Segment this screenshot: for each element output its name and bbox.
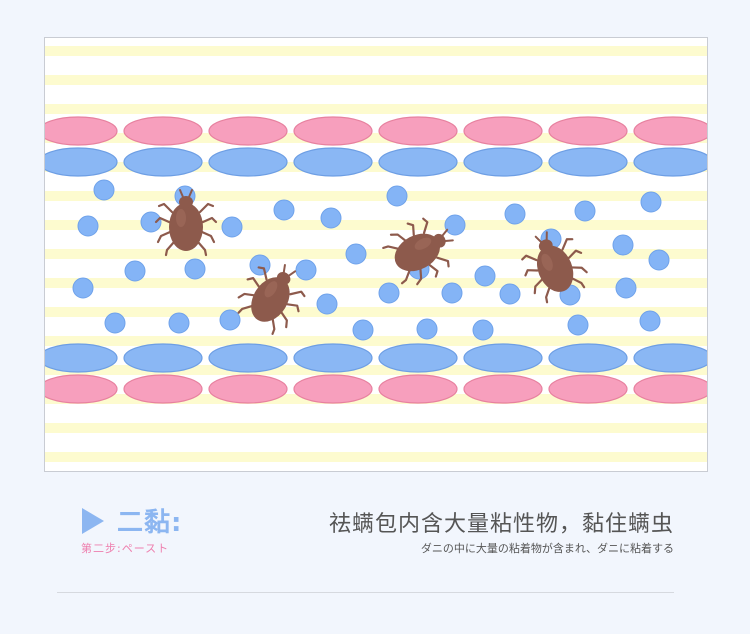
fiber-ellipse-pink-bottom [123, 374, 203, 404]
fiber-ellipse-pink-bottom [463, 374, 543, 404]
fiber-ellipse-blue-top [378, 147, 458, 177]
fiber-ellipse-pink-top [123, 116, 203, 146]
adhesive-scene-svg [45, 116, 707, 404]
adhesive-particle-icon [567, 314, 589, 336]
adhesive-particle-icon [221, 216, 243, 238]
adhesive-particle-icon [444, 214, 466, 236]
adhesive-particle-icon [352, 319, 374, 341]
fiber-ellipse-pink-top [463, 116, 543, 146]
fiber-ellipse-blue-bottom [208, 343, 288, 373]
fiber-ellipse-blue-bottom [548, 343, 628, 373]
adhesive-particle-icon [386, 185, 408, 207]
step-header: 二黏: [82, 502, 182, 539]
adhesive-particle-icon [345, 243, 367, 265]
adhesive-particle-icon [648, 249, 670, 271]
description-headline: 祛螨包内含大量粘性物，黏住螨虫 [328, 512, 674, 537]
mite-icon [237, 263, 306, 335]
adhesive-particle-icon [72, 277, 94, 299]
adhesive-particle-icon [320, 207, 342, 229]
fiber-ellipse-pink-bottom [633, 374, 707, 404]
adhesive-particle-icon [640, 191, 662, 213]
description-subline: ダニの中に大量の粘着物が含まれ、ダニに粘着する [420, 542, 674, 555]
adhesive-particle-icon [499, 283, 521, 305]
adhesive-particle-icon [184, 258, 206, 280]
adhesive-particle-icon [574, 200, 596, 222]
adhesive-particle-icon [474, 265, 496, 287]
step-title: 二黏: [117, 508, 183, 538]
fiber-ellipse-blue-bottom [293, 343, 373, 373]
mite-icon [521, 231, 588, 304]
adhesive-particle-icon [378, 282, 400, 304]
fiber-ellipse-pink-top [633, 116, 707, 146]
fiber-ellipse-pink-top [378, 116, 458, 146]
adhesive-particle-icon [93, 179, 115, 201]
fiber-ellipse-blue-top [293, 147, 373, 177]
fiber-ellipse-blue-top [548, 147, 628, 177]
fiber-ellipse-pink-top [208, 116, 288, 146]
adhesive-particle-icon [316, 293, 338, 315]
fiber-ellipse-pink-bottom [208, 374, 288, 404]
step-subtitle: 第二步:ペースト [81, 542, 170, 555]
illustration-panel [44, 37, 708, 472]
bottom-divider [57, 592, 674, 593]
mite-icon [154, 189, 218, 257]
fiber-ellipse-pink-top [293, 116, 373, 146]
adhesive-particle-icon [441, 282, 463, 304]
adhesive-particle-icon [615, 277, 637, 299]
fiber-ellipse-pink-bottom [293, 374, 373, 404]
fiber-ellipse-blue-top [463, 147, 543, 177]
adhesive-particle-icon [124, 260, 146, 282]
adhesive-particle-icon [612, 234, 634, 256]
fiber-ellipse-blue-bottom [378, 343, 458, 373]
fiber-ellipse-blue-top [208, 147, 288, 177]
mite-icon [382, 217, 454, 286]
fiber-ellipse-blue-top [633, 147, 707, 177]
fiber-ellipse-blue-bottom [45, 343, 118, 373]
fiber-ellipse-blue-top [123, 147, 203, 177]
fiber-ellipse-pink-bottom [548, 374, 628, 404]
adhesive-particle-icon [273, 199, 295, 221]
adhesive-particle-icon [295, 259, 317, 281]
fiber-ellipse-pink-top [548, 116, 628, 146]
play-triangle-icon [82, 507, 104, 534]
adhesive-particle-icon [168, 312, 190, 334]
adhesive-particle-icon [140, 211, 162, 233]
fiber-ellipse-pink-bottom [45, 374, 118, 404]
fiber-ellipse-pink-bottom [378, 374, 458, 404]
adhesive-particle-icon [416, 318, 438, 340]
adhesive-particle-icon [104, 312, 126, 334]
fiber-ellipse-blue-bottom [463, 343, 543, 373]
adhesive-particle-icon [504, 203, 526, 225]
adhesive-particle-icon [639, 310, 661, 332]
adhesive-particle-icon [219, 309, 241, 331]
fiber-ellipse-blue-bottom [633, 343, 707, 373]
fiber-ellipse-blue-bottom [123, 343, 203, 373]
adhesive-particle-icon [249, 254, 271, 276]
adhesive-particle-icon [472, 319, 494, 341]
fiber-ellipse-pink-top [45, 116, 118, 146]
adhesive-particle-icon [77, 215, 99, 237]
fiber-ellipse-blue-top [45, 147, 118, 177]
